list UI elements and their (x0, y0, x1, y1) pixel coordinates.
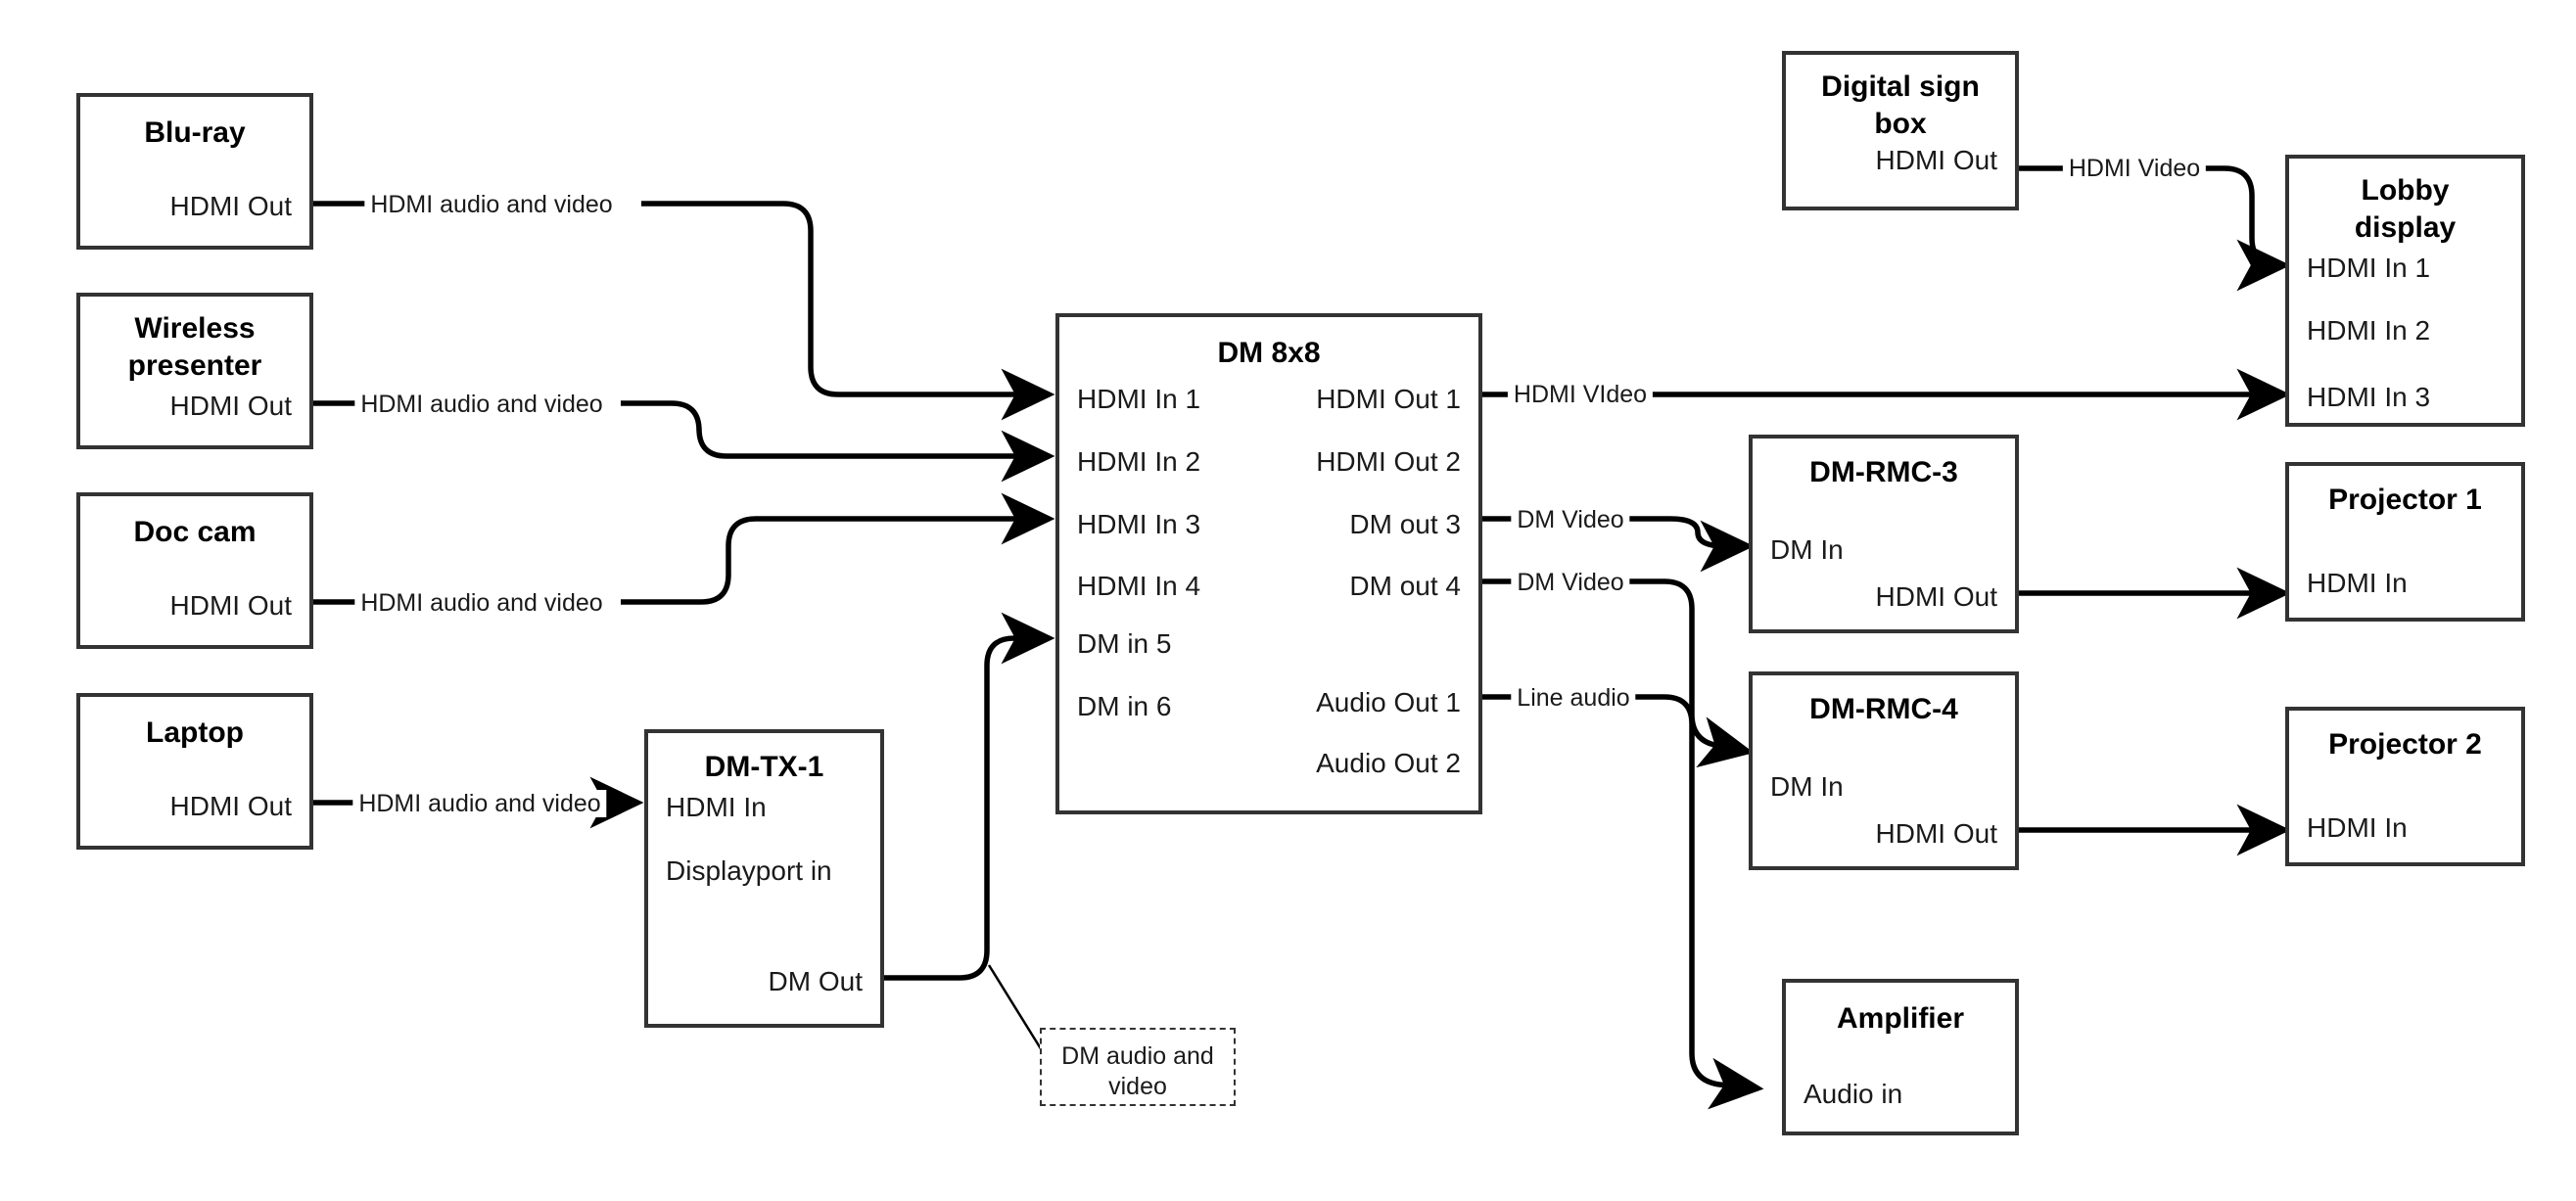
node-projector-2-port-hdmi-in[interactable]: HDMI In (2307, 812, 2408, 843)
node-projector-2[interactable]: Projector 2 HDMI In (2285, 707, 2525, 866)
node-dm-rmc-4-port-dm-in[interactable]: DM In (1770, 771, 1844, 802)
node-dm-rmc-3-port-dm-in[interactable]: DM In (1770, 534, 1844, 565)
wire-label-sign-to-lobby: HDMI Video (2062, 155, 2207, 182)
node-projector-2-title: Projector 2 (2328, 728, 2482, 761)
wire-doccam-to-dm8x8-b (621, 492, 1055, 605)
node-wireless-presenter-port-hdmi-out[interactable]: HDMI Out (169, 391, 292, 421)
node-projector-1[interactable]: Projector 1 HDMI In (2285, 462, 2525, 622)
wire-label-laptop: HDMI audio and video (352, 790, 607, 817)
node-dm-8x8-port-hdmi-in-1[interactable]: HDMI In 1 (1077, 384, 1201, 414)
wire-label-dmout3: DM Video (1511, 506, 1630, 533)
node-dm-rmc-4-title: DM-RMC-4 (1809, 693, 1958, 725)
node-blu-ray-title: Blu-ray (144, 116, 246, 149)
node-lobby-display[interactable]: Lobby display HDMI In 1 HDMI In 2 HDMI I… (2285, 155, 2525, 427)
node-laptop-title: Laptop (146, 716, 244, 749)
node-doc-cam-title: Doc cam (133, 516, 257, 548)
node-dm-8x8-port-hdmi-out-1[interactable]: HDMI Out 1 (1316, 384, 1461, 414)
wire-dmout4-to-rmc4-b (1625, 578, 1755, 768)
wire-label-dmout4: DM Video (1511, 569, 1630, 596)
node-dm-rmc-3-title: DM-RMC-3 (1809, 456, 1958, 488)
node-lobby-display-title: Lobby display (2354, 174, 2457, 244)
node-dm-8x8-port-hdmi-in-3[interactable]: HDMI In 3 (1077, 509, 1201, 539)
annotation-dm-audio-and-video: DM audio and video (1040, 1028, 1236, 1106)
node-dm-8x8-port-hdmi-out-2[interactable]: HDMI Out 2 (1316, 446, 1461, 477)
node-dm-rmc-3[interactable]: DM-RMC-3 DM In HDMI Out (1749, 435, 2019, 633)
node-laptop[interactable]: Laptop HDMI Out (76, 693, 313, 850)
wire-label-audioout1: Line audio (1511, 684, 1636, 712)
annotation-dm-audio-and-video-text: DM audio and video (1061, 1042, 1214, 1100)
node-dm-8x8-port-hdmi-in-4[interactable]: HDMI In 4 (1077, 571, 1201, 601)
node-dm-tx-1-title: DM-TX-1 (704, 751, 824, 783)
node-amplifier-port-audio-in[interactable]: Audio in (1803, 1079, 1903, 1109)
node-dm-rmc-4-port-hdmi-out[interactable]: HDMI Out (1875, 818, 1997, 849)
wire-dmtx-to-dm8x8 (884, 612, 1055, 981)
node-dm-8x8-port-audio-out-2[interactable]: Audio Out 2 (1316, 748, 1461, 778)
wire-sign-to-lobby-b (2195, 165, 2291, 292)
wire-label-wireless: HDMI audio and video (354, 391, 609, 418)
node-dm-8x8-port-dm-in-5[interactable]: DM in 5 (1077, 628, 1172, 659)
node-dm-tx-1-port-dm-out[interactable]: DM Out (768, 966, 863, 996)
node-dm-8x8-port-dm-in-6[interactable]: DM in 6 (1077, 691, 1172, 721)
node-digital-sign-box-title: Digital sign box (1821, 70, 1980, 140)
node-amplifier-title: Amplifier (1836, 1002, 1965, 1035)
node-amplifier[interactable]: Amplifier Audio in (1782, 979, 2019, 1135)
node-dm-rmc-4[interactable]: DM-RMC-4 DM In HDMI Out (1749, 671, 2019, 870)
node-wireless-presenter[interactable]: Wireless presenter HDMI Out (76, 293, 313, 449)
node-laptop-port-hdmi-out[interactable]: HDMI Out (169, 791, 292, 821)
node-wireless-presenter-title: Wireless presenter (127, 312, 262, 382)
node-lobby-display-port-hdmi-in-1[interactable]: HDMI In 1 (2307, 253, 2431, 283)
node-dm-8x8-port-dm-out-3[interactable]: DM out 3 (1349, 509, 1461, 539)
node-blu-ray-port-hdmi-out[interactable]: HDMI Out (169, 191, 292, 221)
node-digital-sign-box[interactable]: Digital sign box HDMI Out (1782, 51, 2019, 210)
wire-dmout3-to-rmc3-b (1625, 516, 1755, 573)
node-dm-8x8[interactable]: DM 8x8 HDMI In 1 HDMI In 2 HDMI In 3 HDM… (1055, 313, 1482, 814)
node-dm-rmc-3-port-hdmi-out[interactable]: HDMI Out (1875, 581, 1997, 612)
node-lobby-display-port-hdmi-in-3[interactable]: HDMI In 3 (2307, 382, 2431, 412)
node-dm-8x8-port-dm-out-4[interactable]: DM out 4 (1349, 571, 1461, 601)
node-digital-sign-box-port-hdmi-out[interactable]: HDMI Out (1875, 145, 1997, 175)
node-dm-8x8-title: DM 8x8 (1217, 337, 1321, 369)
node-projector-1-title: Projector 1 (2328, 484, 2482, 516)
node-dm-8x8-port-hdmi-in-2[interactable]: HDMI In 2 (1077, 446, 1201, 477)
wire-label-doccam: HDMI audio and video (354, 589, 609, 617)
node-dm-tx-1-port-hdmi-in[interactable]: HDMI In (666, 792, 767, 822)
node-dm-tx-1-port-displayport-in[interactable]: Displayport in (666, 855, 832, 886)
node-lobby-display-port-hdmi-in-2[interactable]: HDMI In 2 (2307, 315, 2431, 346)
wire-wireless-to-dm8x8-b (621, 400, 1055, 483)
node-dm-tx-1[interactable]: DM-TX-1 HDMI In Displayport in DM Out (644, 729, 884, 1028)
wire-audioout1-to-amp-b (1629, 694, 1764, 1110)
node-dm-8x8-port-audio-out-1[interactable]: Audio Out 1 (1316, 687, 1461, 717)
node-doc-cam[interactable]: Doc cam HDMI Out (76, 492, 313, 649)
node-projector-1-port-hdmi-in[interactable]: HDMI In (2307, 568, 2408, 598)
wire-bluray-to-dm8x8-b (641, 201, 1055, 421)
wire-label-hdmiout1: HDMI VIdeo (1507, 381, 1654, 408)
wire-label-bluray: HDMI audio and video (364, 191, 619, 218)
node-doc-cam-port-hdmi-out[interactable]: HDMI Out (169, 590, 292, 621)
node-blu-ray[interactable]: Blu-ray HDMI Out (76, 93, 313, 250)
